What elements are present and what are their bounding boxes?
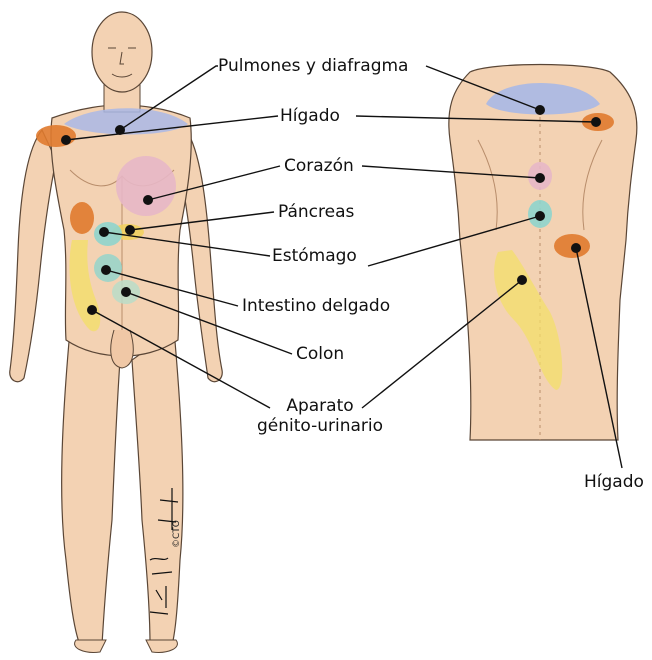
front-heart-zone [116, 156, 176, 216]
front-body-figure [10, 12, 223, 652]
pain-dot [517, 275, 527, 285]
pain-dot [115, 125, 125, 135]
label-pancreas: Páncreas [278, 202, 354, 222]
copyright-text: ©CTO [172, 520, 182, 548]
label-genitourinary-line1: Aparato [256, 396, 384, 416]
front-left-leg [62, 330, 120, 645]
front-liver-shoulder-zone [36, 125, 76, 147]
pain-dot [125, 225, 135, 235]
pain-dot [535, 211, 545, 221]
front-pelvis-detail [111, 330, 134, 368]
front-left-arm [10, 130, 56, 382]
front-right-leg [132, 330, 183, 645]
pain-dot [87, 305, 97, 315]
pain-dot [143, 195, 153, 205]
pain-dot [121, 287, 131, 297]
pain-dot [535, 105, 545, 115]
label-heart: Corazón [284, 156, 354, 176]
pain-dot [101, 265, 111, 275]
front-right-foot [146, 640, 177, 652]
label-genitourinary-line2: génito-urinario [256, 416, 384, 436]
label-liver-front: Hígado [280, 106, 340, 126]
pain-dot [61, 135, 71, 145]
pain-dot [535, 173, 545, 183]
front-left-foot [75, 640, 106, 652]
label-lungs: Pulmones y diafragma [218, 56, 408, 76]
label-small-intestine: Intestino delgado [242, 296, 390, 316]
front-liver-abdomen-zone [70, 202, 94, 234]
label-liver-back: Hígado [584, 472, 644, 492]
label-colon: Colon [296, 344, 344, 364]
label-stomach: Estómago [272, 246, 357, 266]
pain-dot [591, 117, 601, 127]
pain-dot [99, 227, 109, 237]
label-genitourinary: Aparato génito-urinario [256, 396, 384, 436]
pain-dot [571, 243, 581, 253]
